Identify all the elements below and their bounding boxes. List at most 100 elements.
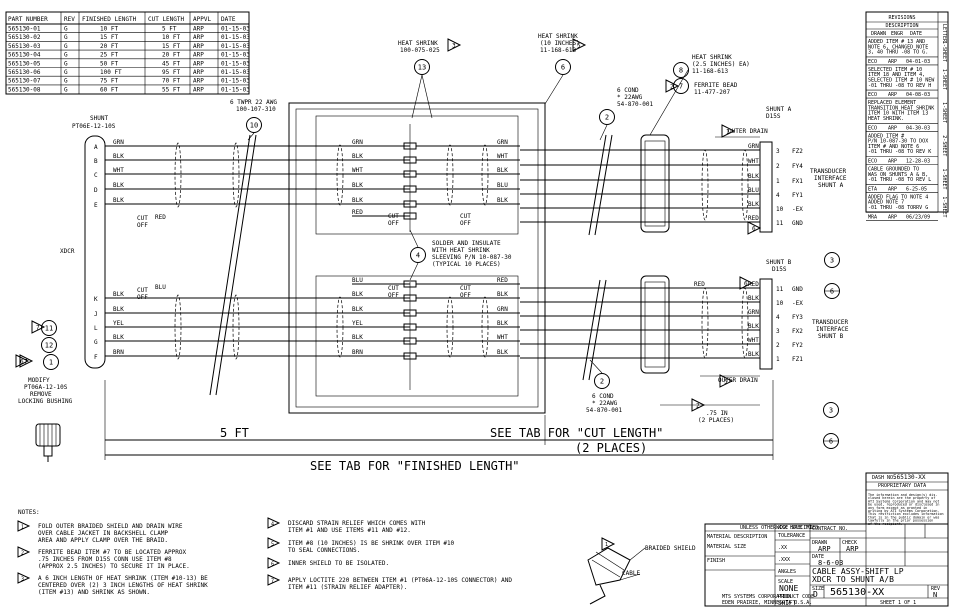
part-table-cell: G	[64, 43, 68, 50]
connector-sketch	[35, 423, 61, 462]
cond-bottom-label: 6 COND	[592, 393, 614, 400]
note-flag	[572, 38, 587, 52]
note-number: 2	[21, 551, 24, 557]
revision-text: ADDED ITEM #	[868, 133, 904, 139]
note-flag-number: 2	[696, 403, 700, 410]
item-balloon-number: 1	[49, 359, 53, 367]
pin-letter: K	[94, 296, 98, 303]
rev-sub-date: DATE	[910, 31, 922, 37]
revision-date: 04-01-03	[906, 59, 930, 65]
shield-dash	[741, 287, 749, 359]
note-flag	[601, 537, 616, 551]
enclosure-outer	[288, 102, 546, 414]
note-flag	[17, 572, 31, 584]
two-places-label: (2 PLACES)	[575, 441, 647, 455]
revision-date: 6-25-05	[906, 186, 927, 192]
shield-dash	[232, 294, 240, 360]
proprietary-text: closed herein are the property of	[868, 496, 935, 500]
shunt-b-pin: 11	[776, 286, 784, 293]
wire-color-label: BLK	[748, 201, 759, 208]
heat-shrink-inner-pn: 100-075-025	[400, 47, 440, 54]
item-balloon-number: 6	[829, 438, 833, 446]
note-text: ITEM #11 (STRAIN RELIEF ADAPTER).	[288, 584, 407, 591]
date-value: 8-6-03	[818, 559, 843, 567]
part-table-cell: 70 FT	[162, 78, 180, 85]
item-balloon-number: 12	[45, 342, 53, 350]
note-flag-number: 6	[752, 226, 756, 233]
note-text: A 6 INCH LENGTH OF HEAT SHRINK (ITEM #10…	[38, 575, 208, 582]
proprietary-text: that is in the public domain or was	[868, 515, 939, 519]
note-text: DISCARD STRAIN RELIEF WHICH COMES WITH	[288, 520, 426, 527]
check-label: CHECK	[842, 540, 857, 546]
title-block: DASH NO. 565130-XX PROPRIETARY DATA The …	[704, 472, 949, 607]
part-table-cell: 45 FT	[162, 60, 180, 67]
outer-cable	[594, 134, 613, 236]
part-table-cell: G	[64, 78, 68, 85]
revision-ecn: ECO	[868, 59, 877, 65]
pin-letter: D	[94, 187, 98, 194]
item-balloon-number: 3	[830, 257, 834, 265]
twpr-pn: 100-107-310	[236, 106, 276, 113]
revision-text: REPLACED ELEMENT	[868, 100, 916, 106]
wire-color-label: GRN	[748, 309, 759, 316]
revision-by: ARP	[888, 92, 897, 98]
item-balloon-number: 10	[250, 122, 258, 130]
revision-text: 3, 40 THRU -08 TO G.	[868, 50, 928, 56]
see-finished-length: SEE TAB FOR "FINISHED LENGTH"	[310, 459, 520, 473]
part-table-cell: ARP	[193, 60, 204, 67]
shunt-b-pn: D15S	[772, 266, 787, 273]
cond-bottom-awg: * 22AWG	[592, 400, 618, 407]
ferrite-pn: 11-477-207	[694, 89, 731, 96]
notes-title: NOTES:	[18, 509, 40, 516]
note-number: 5	[271, 542, 274, 548]
revision-zone: 1-SHEET	[941, 169, 947, 190]
leader-line	[247, 132, 255, 141]
rev-label: REV	[931, 586, 940, 592]
part-table-cell: 565130-04	[8, 52, 41, 59]
revision-text: SELECTED ITEM # 10	[868, 67, 922, 73]
part-table-cell: 01-15-03	[221, 34, 250, 41]
part-table-cell: 565130-05	[8, 60, 41, 67]
revision-text: SELECTED ITEM # 10 NEW	[868, 78, 935, 84]
note-flag	[267, 557, 281, 569]
note-text: (ITEM #13) AND SHRINK AS SHOWN.	[38, 589, 150, 596]
splice-color-label: RED	[497, 277, 508, 284]
shield-dash	[741, 149, 749, 221]
twisted-pair-cable	[215, 134, 257, 396]
part-table-cell: ARP	[193, 52, 204, 59]
revision-text: -01 THRU -08 TO REV K	[868, 149, 931, 155]
dwg-no: 565130-XX	[830, 587, 884, 598]
part-table-cell: 01-15-03	[221, 69, 250, 76]
finish-label: FINISH	[707, 558, 725, 564]
revision-text: -01 THRU -08 TO REV L	[868, 177, 931, 183]
shunt-a-pin: 4	[776, 192, 780, 199]
note-text: OVER CABLE JACKET IN BACKSHELL CLAMP	[38, 530, 168, 537]
proprietary-text: be used, reproduced or disclosed in	[868, 503, 939, 507]
wire-color-label: BLK	[748, 173, 759, 180]
shunt-a-signal: GND	[792, 220, 803, 227]
note-flag-number: 6	[744, 281, 748, 288]
date-label: DATE	[812, 554, 824, 560]
proprietary-title: PROPRIETARY DATA	[878, 483, 926, 489]
scale-label: SCALE	[778, 579, 793, 585]
pin-letter: B	[94, 158, 98, 165]
leader-line	[421, 74, 433, 119]
outer-cable	[588, 279, 607, 381]
part-table-cell: 15 FT	[100, 34, 118, 41]
item-balloon	[555, 59, 571, 75]
revision-zone: 1-SHEET	[941, 41, 947, 62]
cond-top-awg: * 22AWG	[617, 94, 643, 101]
part-table-cell: ARP	[193, 34, 204, 41]
revision-by: ARP	[888, 125, 897, 131]
part-table-cell: 75 FT	[100, 78, 118, 85]
leader-line	[411, 74, 423, 119]
transducer-b-1: TRANSDUCER	[812, 319, 849, 326]
shield-dash	[336, 144, 344, 206]
proprietary-text: lawfully in the prior possession	[868, 519, 933, 523]
part-table-cell: 10 FT	[100, 26, 118, 33]
leader-line	[599, 124, 608, 141]
cut-label: CUT	[460, 285, 471, 292]
part-table-cell: 01-15-03	[221, 86, 250, 93]
off-label: OFF	[460, 220, 471, 227]
shunt-a-connector	[759, 141, 773, 233]
